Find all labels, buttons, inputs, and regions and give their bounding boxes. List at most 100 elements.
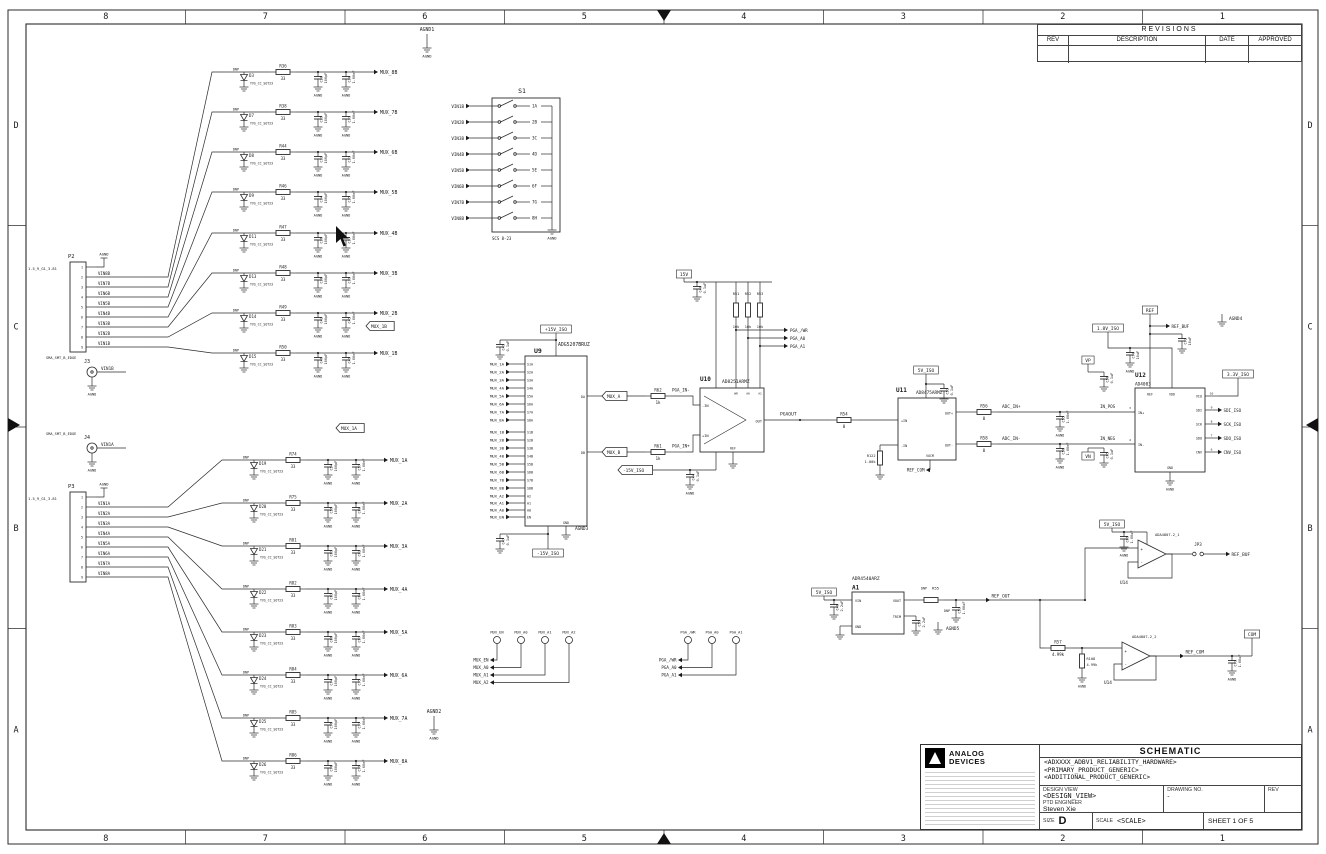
agnd-label: AGND <box>1166 488 1174 492</box>
net-label: VIN1B <box>101 366 114 371</box>
switch-contact <box>513 184 517 188</box>
tvs-diode-symbol <box>249 505 259 513</box>
net-label: VIN3A <box>98 521 111 526</box>
pin-name: VDD <box>1169 393 1175 397</box>
value-label: 100pF <box>334 504 338 515</box>
grid-row-label: D <box>13 121 18 131</box>
agnd-label: AGND <box>429 736 439 741</box>
part-label: TVS_CC_SOT23 <box>250 122 273 126</box>
switch-position-label: 4D <box>532 152 538 157</box>
refdes-label: D20 <box>259 504 267 509</box>
testpoint-label: MUX_A2 <box>563 631 576 635</box>
wire <box>494 643 546 676</box>
value-label: 0.1uF <box>506 341 510 352</box>
wire <box>148 232 222 318</box>
net-arrow <box>506 417 510 423</box>
value-label: 100pF <box>334 461 338 472</box>
net-arrow <box>506 493 510 499</box>
net-arrow <box>784 335 788 341</box>
refdes-label: C39 <box>348 277 352 284</box>
switch-position-label: 6F <box>532 184 538 189</box>
net-label: MUX_8B <box>490 486 505 491</box>
part-label: ADA4807-2_1 <box>1155 533 1179 537</box>
value-label: 100pF <box>334 590 338 601</box>
refdes-label: C69 <box>1126 536 1130 543</box>
value-label: 0.1uF <box>950 385 954 396</box>
pin-name: S4B <box>527 455 533 459</box>
value-label: 0 <box>983 448 986 453</box>
pin-name: VIO <box>1196 395 1202 399</box>
refdes-label: D21 <box>259 547 267 552</box>
pin-name: DB <box>581 451 585 455</box>
agnd-label: AGND <box>314 335 323 339</box>
net-arrow <box>1218 449 1222 455</box>
wire <box>682 643 713 668</box>
resistor-symbol <box>275 310 291 316</box>
agnd-label: AGND <box>314 255 323 259</box>
doc-line-1: <ADXXXX_ADBV1_RELIABILITY_HARDWARE> <box>1044 759 1177 766</box>
part-label: 1.5_9_G1_3.81 <box>28 497 57 501</box>
resistor-symbol <box>275 149 291 155</box>
net-label: MUX_B <box>607 450 621 456</box>
refdes-label: R83 <box>289 624 297 629</box>
refdes-label: R82 <box>289 581 297 586</box>
grid-col-label: 5 <box>582 12 587 22</box>
net-label: MUX_5A <box>390 630 407 636</box>
value-label: 1.00nF <box>352 352 356 365</box>
value-label: 100pF <box>334 547 338 558</box>
dnp-label: DNP <box>243 542 249 546</box>
net-arrow <box>784 327 788 333</box>
wire <box>494 643 570 683</box>
refdes-label: R85 <box>289 710 297 715</box>
net-arrow <box>506 445 510 451</box>
pin-name: WR <box>734 392 738 396</box>
opamp-hint <box>703 395 747 445</box>
refdes-label: C36 <box>320 237 324 244</box>
wire <box>1218 382 1239 397</box>
refdes-label: S1 <box>518 87 526 95</box>
grid-row-label: C <box>13 322 18 332</box>
resistor-symbol <box>285 543 301 549</box>
revisions-col-date: DATE <box>1206 36 1249 45</box>
net-arrow <box>678 665 682 670</box>
grid-row-label: B <box>1307 524 1312 534</box>
logo-line-2: DEVICES <box>949 757 986 766</box>
wire <box>148 71 222 278</box>
switch-contact <box>497 104 501 108</box>
part-label: TVS_CC_SOT23 <box>250 162 273 166</box>
tvs-diode-symbol <box>249 462 259 470</box>
value-label: 1.00nF <box>352 232 356 245</box>
pin-name: VIN <box>855 599 861 603</box>
net-label: MUX_EN <box>490 515 505 520</box>
refdes-label: C38 <box>320 277 324 284</box>
resistor-symbol <box>745 302 751 318</box>
net-arrow <box>490 672 494 678</box>
refdes-label: C61 <box>330 550 334 557</box>
pin-name: S4A <box>527 387 533 391</box>
scale-value: <SCALE> <box>1117 816 1146 825</box>
agnd-label: AGND <box>1078 685 1086 689</box>
refdes-label: C42 <box>320 317 324 324</box>
testpoint-label: PGA_A0 <box>706 631 719 635</box>
pin-name: -IN <box>901 444 907 448</box>
analog-devices-logo-icon <box>925 748 945 768</box>
net-label: PGA_A0 <box>790 336 806 341</box>
title-block-left: ANALOG DEVICES <box>921 745 1040 829</box>
value-label: 1.00nF <box>1066 411 1070 424</box>
net-label: VIN7B <box>451 200 464 205</box>
net-arrow <box>466 199 470 205</box>
refdes-label: R55 <box>932 586 940 591</box>
net-label: MUX_1A <box>490 362 505 367</box>
value-label: 2.2uF <box>840 601 844 612</box>
net-arrow <box>1166 323 1170 329</box>
value-label: 100pF <box>324 314 328 325</box>
pin-name: DA <box>581 395 585 399</box>
pin-number: 5 <box>81 536 83 540</box>
analog-devices-logo: ANALOG DEVICES <box>925 748 1035 768</box>
agnd-label: AGND <box>324 568 333 572</box>
dnp-label: DNP <box>233 269 239 273</box>
value-label: 33 <box>291 507 296 512</box>
pin-number: 7 <box>1211 434 1213 438</box>
refdes-label: C51 <box>918 620 922 627</box>
net-label: PGA_/WR <box>659 658 677 663</box>
